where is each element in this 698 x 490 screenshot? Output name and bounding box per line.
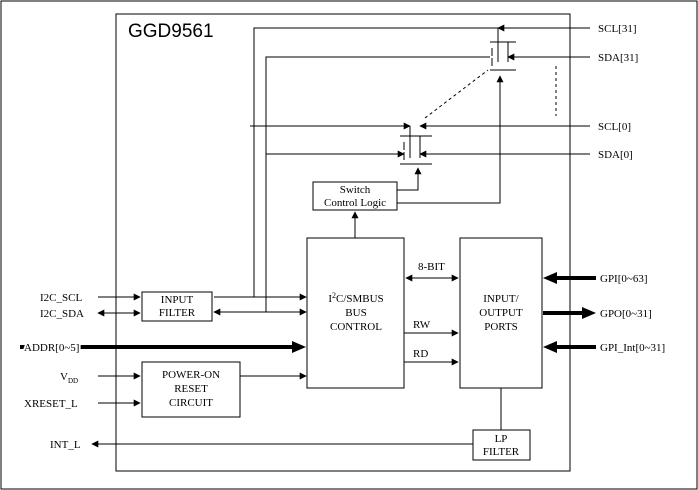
int-l-label: INT_L	[50, 439, 81, 451]
bus-control-line3: CONTROL	[330, 321, 382, 333]
io-ports-line3: PORTS	[484, 321, 518, 333]
addr-label: ADDR[0~5]	[24, 342, 79, 354]
switch-0	[400, 135, 432, 165]
scl0-label: SCL[0]	[598, 121, 631, 133]
por-line3: CIRCUIT	[169, 397, 213, 409]
i2c-smbus-control-block	[306, 237, 405, 389]
gpi-int-label: GPI_Int[0~31]	[600, 342, 665, 354]
power-on-reset-block	[141, 361, 241, 418]
bus-control-line2: BUS	[345, 307, 366, 319]
bus-control-line1: I2C/SMBUS	[328, 291, 383, 305]
io-ports-line2: OUTPUT	[479, 307, 523, 319]
xreset-label: XRESET_L	[24, 398, 78, 410]
switch-control-line1: Switch	[340, 184, 371, 196]
ctrl-to-switch0	[397, 167, 422, 191]
chip-title: GGD9561	[128, 21, 214, 42]
rw-label: RW	[413, 319, 431, 331]
lp-filter-block	[472, 429, 531, 461]
sda0-label: SDA[0]	[598, 149, 633, 161]
chip-boundary	[115, 13, 571, 472]
input-filter-block	[141, 291, 213, 322]
io-ports-block	[459, 237, 543, 389]
switch-dashed-connector	[424, 69, 489, 119]
switch-control-logic-block	[312, 181, 398, 211]
io-ports-line1: INPUT/	[483, 293, 519, 305]
eight-bit-label: 8-BIT	[418, 261, 445, 273]
ctrl-to-switch31	[397, 75, 504, 204]
sda31-label: SDA[31]	[598, 52, 638, 64]
gpo-label: GPO[0~31]	[600, 308, 652, 320]
input-filter-line2: FILTER	[159, 307, 196, 319]
gpi-label: GPI[0~63]	[600, 273, 648, 285]
i2c-sda-label: I2C_SDA	[40, 308, 84, 320]
switch-control-line2: Control Logic	[324, 197, 386, 209]
vdd-label: VDD	[60, 371, 78, 385]
lp-filter-line2: FILTER	[483, 446, 520, 458]
rd-label: RD	[413, 348, 428, 360]
lp-filter-line1: LP	[495, 433, 508, 445]
input-filter-line1: INPUT	[161, 294, 194, 306]
por-line2: RESET	[174, 383, 208, 395]
switch-31	[490, 41, 516, 71]
i2c-scl-label: I2C_SCL	[40, 292, 82, 304]
por-line1: POWER-ON	[162, 369, 220, 381]
scl31-label: SCL[31]	[598, 23, 637, 35]
